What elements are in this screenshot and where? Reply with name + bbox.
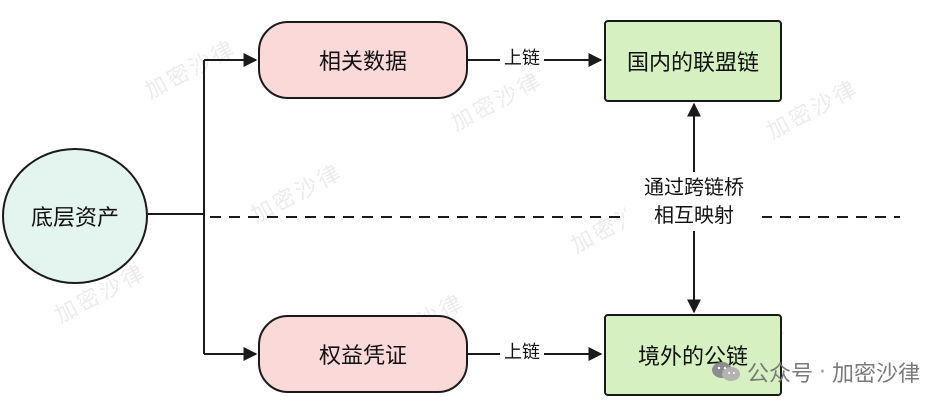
bridge-label-line2: 相互映射: [654, 202, 734, 227]
footer-brand-prefix: 公众号: [746, 362, 813, 387]
footer-separator: ·: [818, 359, 826, 385]
node-overseas-public-chain: 境外的公链: [604, 314, 782, 396]
node-equity-certificate-label: 权益凭证: [318, 344, 407, 369]
bridge-label: 通过跨链桥 相互映射: [626, 172, 762, 232]
bridge-label-line1: 通过跨链桥: [644, 175, 744, 199]
wechat-icon: [711, 362, 740, 381]
footer-brand-name: 加密沙律: [831, 362, 920, 387]
footer-brand: 公众号 · 加密沙律: [711, 356, 920, 388]
node-related-data: 相关数据: [258, 21, 468, 99]
node-domestic-consortium-chain: 国内的联盟链: [604, 20, 782, 102]
node-domestic-consortium-chain-label: 国内的联盟链: [626, 51, 759, 76]
node-related-data-label: 相关数据: [318, 50, 407, 75]
node-underlying-asset: 底层资产: [2, 148, 148, 284]
node-equity-certificate: 权益凭证: [258, 315, 468, 393]
edge-label-upchain-top: 上链: [500, 47, 544, 72]
edge-label-upchain-bottom: 上链: [500, 341, 544, 366]
node-underlying-asset-label: 底层资产: [30, 206, 119, 231]
